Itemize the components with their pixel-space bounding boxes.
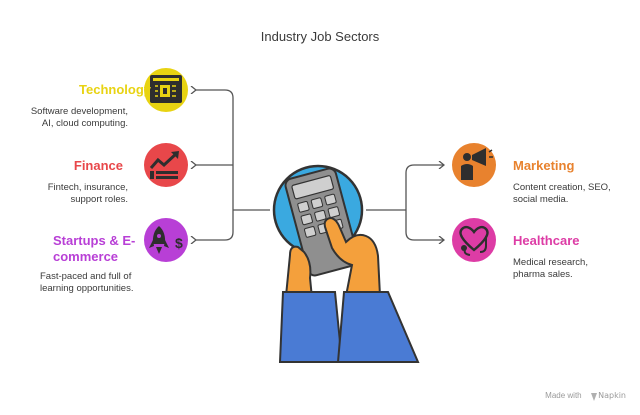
finance-description-line-1: Fintech, insurance, [47, 182, 128, 193]
technology-description-line-2: AI, cloud computing. [41, 118, 128, 129]
technology-description-line-1: Software development, [30, 106, 128, 117]
finance-description: Fintech, insurance, support roles. [10, 182, 128, 206]
healthcare-description: Medical research, pharma sales. [513, 257, 633, 281]
footer-brand: Napkin [598, 391, 626, 400]
startups-description-line-2: learning opportunities. [40, 283, 134, 294]
healthcare-title: Healthcare [513, 233, 580, 248]
svg-text:$: $ [175, 235, 183, 251]
footer-prefix: Made with [545, 391, 582, 400]
marketing-description: Content creation, SEO, social media. [513, 182, 633, 206]
marketing-description-line-2: social media. [513, 194, 569, 205]
technology-description: Software development, AI, cloud computin… [10, 106, 128, 130]
chip-icon [144, 68, 188, 112]
megaphone-person-icon [452, 143, 496, 187]
healthcare-description-line-2: pharma sales. [513, 269, 573, 280]
startups-title: Startups & E- commerce [53, 233, 153, 265]
made-with-napkin-footer[interactable]: Made with Napkin [545, 391, 626, 400]
hands-calculator-icon [272, 164, 420, 363]
healthcare-description-line-1: Medical research, [513, 257, 588, 268]
stethoscope-heart-icon [452, 218, 496, 262]
finance-description-line-2: support roles. [70, 194, 128, 205]
technology-title: Technology [79, 82, 151, 97]
growth-chart-icon [144, 143, 188, 187]
left-connectors [196, 90, 270, 240]
right-connectors [366, 165, 444, 240]
startups-description: Fast-paced and full of learning opportun… [40, 271, 160, 295]
marketing-title: Marketing [513, 158, 575, 173]
startups-title-line-1: Startups & E- [53, 233, 136, 248]
napkin-logo-icon [591, 393, 597, 401]
diagram-title: Industry Job Sectors [260, 29, 380, 44]
startups-title-line-2: commerce [53, 249, 119, 264]
rocket-dollar-icon: $ [144, 218, 188, 262]
finance-title: Finance [73, 158, 123, 173]
startups-description-line-1: Fast-paced and full of [40, 271, 132, 282]
marketing-description-line-1: Content creation, SEO, [513, 182, 611, 193]
